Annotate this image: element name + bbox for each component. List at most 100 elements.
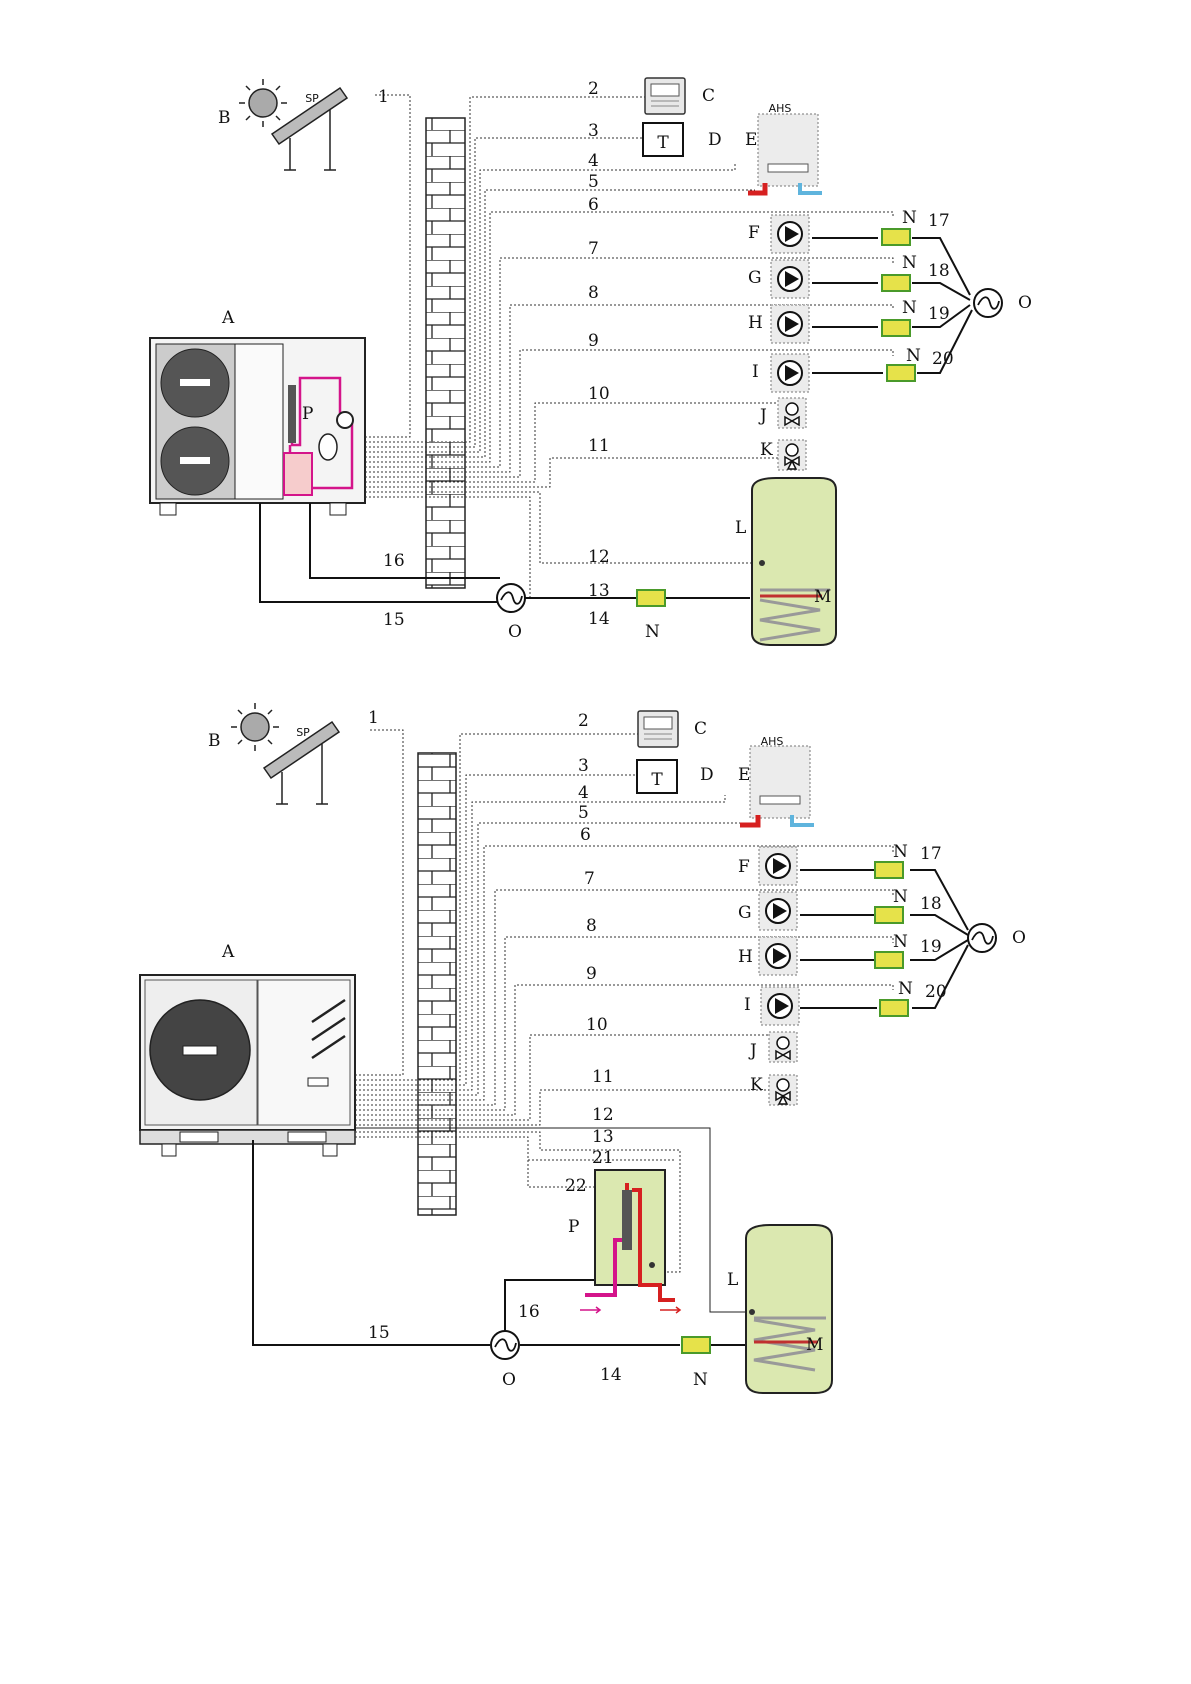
label-e: E <box>738 765 750 785</box>
sp-label: SP <box>296 726 310 739</box>
label-i: I <box>752 362 759 382</box>
filter <box>682 1337 710 1353</box>
line-number: 16 <box>383 551 405 571</box>
label-i: I <box>744 995 751 1015</box>
line-number: 17 <box>920 844 942 864</box>
line-number: 3 <box>588 121 599 141</box>
line-number: 19 <box>920 937 942 957</box>
boiler-icon <box>758 114 818 186</box>
line-number: 17 <box>928 211 950 231</box>
separator-icon <box>968 924 996 952</box>
line-number: 16 <box>518 1302 540 1322</box>
line-number: 15 <box>383 610 405 630</box>
filter <box>880 1000 908 1016</box>
pump-icon <box>771 260 809 298</box>
line-number: 14 <box>600 1365 622 1385</box>
line-number: 7 <box>584 869 595 889</box>
line-number: 10 <box>586 1015 608 1035</box>
label-o: O <box>1012 928 1026 948</box>
two-way-valve-icon <box>769 1032 797 1062</box>
ahs-label: AHS <box>769 102 792 115</box>
line-number: 6 <box>588 195 599 215</box>
line-number: 13 <box>588 581 610 601</box>
line-number: 9 <box>586 964 597 984</box>
three-way-valve-icon <box>778 440 806 470</box>
line-number: 4 <box>578 783 589 803</box>
label-n: N <box>902 253 917 273</box>
label-k: K <box>760 440 773 460</box>
label-b: B <box>218 108 231 128</box>
filter <box>882 275 910 291</box>
label-m: M <box>814 587 831 607</box>
line-number: 10 <box>588 384 610 404</box>
controller-icon <box>645 78 685 114</box>
line-number: 9 <box>588 331 599 351</box>
line-number: 13 <box>592 1127 614 1147</box>
line-number: 11 <box>592 1067 614 1087</box>
label-f: F <box>748 223 760 243</box>
ahs-label: AHS <box>761 735 784 748</box>
label-h: H <box>738 947 753 967</box>
label-n: N <box>893 842 908 862</box>
label-f: F <box>738 857 750 877</box>
label-n: N <box>906 346 921 366</box>
label-k: K <box>750 1075 763 1095</box>
two-way-valve-icon <box>778 398 806 428</box>
line-number: 4 <box>588 151 599 171</box>
label-c: C <box>694 719 707 739</box>
line-number: 8 <box>588 283 599 303</box>
line-number: 12 <box>592 1105 614 1125</box>
line-number: 20 <box>932 349 954 369</box>
line-number: 12 <box>588 547 610 567</box>
line-number: 15 <box>368 1323 390 1343</box>
label-h: H <box>748 313 763 333</box>
label-n: N <box>893 887 908 907</box>
controller-icon <box>638 711 678 747</box>
sp-label: SP <box>305 92 319 105</box>
line-number: 18 <box>928 261 950 281</box>
label-n: N <box>902 298 917 318</box>
sun-icon <box>239 79 287 127</box>
line-number: 1 <box>368 708 379 728</box>
thermostat-box: T <box>643 123 683 156</box>
line-number: 2 <box>578 711 589 731</box>
thermostat-label: T <box>651 770 663 790</box>
line-number: 2 <box>588 79 599 99</box>
pump-icon <box>771 354 809 392</box>
label-m: M <box>806 1335 823 1355</box>
label-n: N <box>645 622 660 642</box>
indoor-unit <box>580 1170 680 1313</box>
line-number: 14 <box>588 609 610 629</box>
label-d: D <box>708 130 722 150</box>
hot-water-tank <box>752 478 836 645</box>
line-number: 5 <box>588 172 599 192</box>
thermostat-box: T <box>637 760 677 793</box>
hot-water-tank <box>746 1225 832 1393</box>
thermostat-label: T <box>657 133 669 153</box>
wall <box>426 118 465 588</box>
label-p: P <box>302 404 313 424</box>
line-number: 20 <box>925 982 947 1002</box>
label-n: N <box>893 932 908 952</box>
label-n: N <box>902 208 917 228</box>
line-number: 21 <box>592 1148 614 1168</box>
line-number: 3 <box>578 756 589 776</box>
label-l: L <box>727 1270 738 1290</box>
pump-icon <box>771 215 809 253</box>
label-j: J <box>748 1041 757 1061</box>
label-a: A <box>221 308 235 328</box>
line-number: 7 <box>588 239 599 259</box>
separator-icon <box>497 584 525 612</box>
filter <box>875 907 903 923</box>
label-b: B <box>208 731 221 751</box>
line-number: 11 <box>588 436 610 456</box>
line-number: 1 <box>378 87 389 107</box>
pump-icon <box>761 987 799 1025</box>
label-o: O <box>1018 293 1032 313</box>
label-d: D <box>700 765 714 785</box>
label-l: L <box>735 518 746 538</box>
line-number: 8 <box>586 916 597 936</box>
line-number: 5 <box>578 803 589 823</box>
pump-icon <box>759 892 797 930</box>
